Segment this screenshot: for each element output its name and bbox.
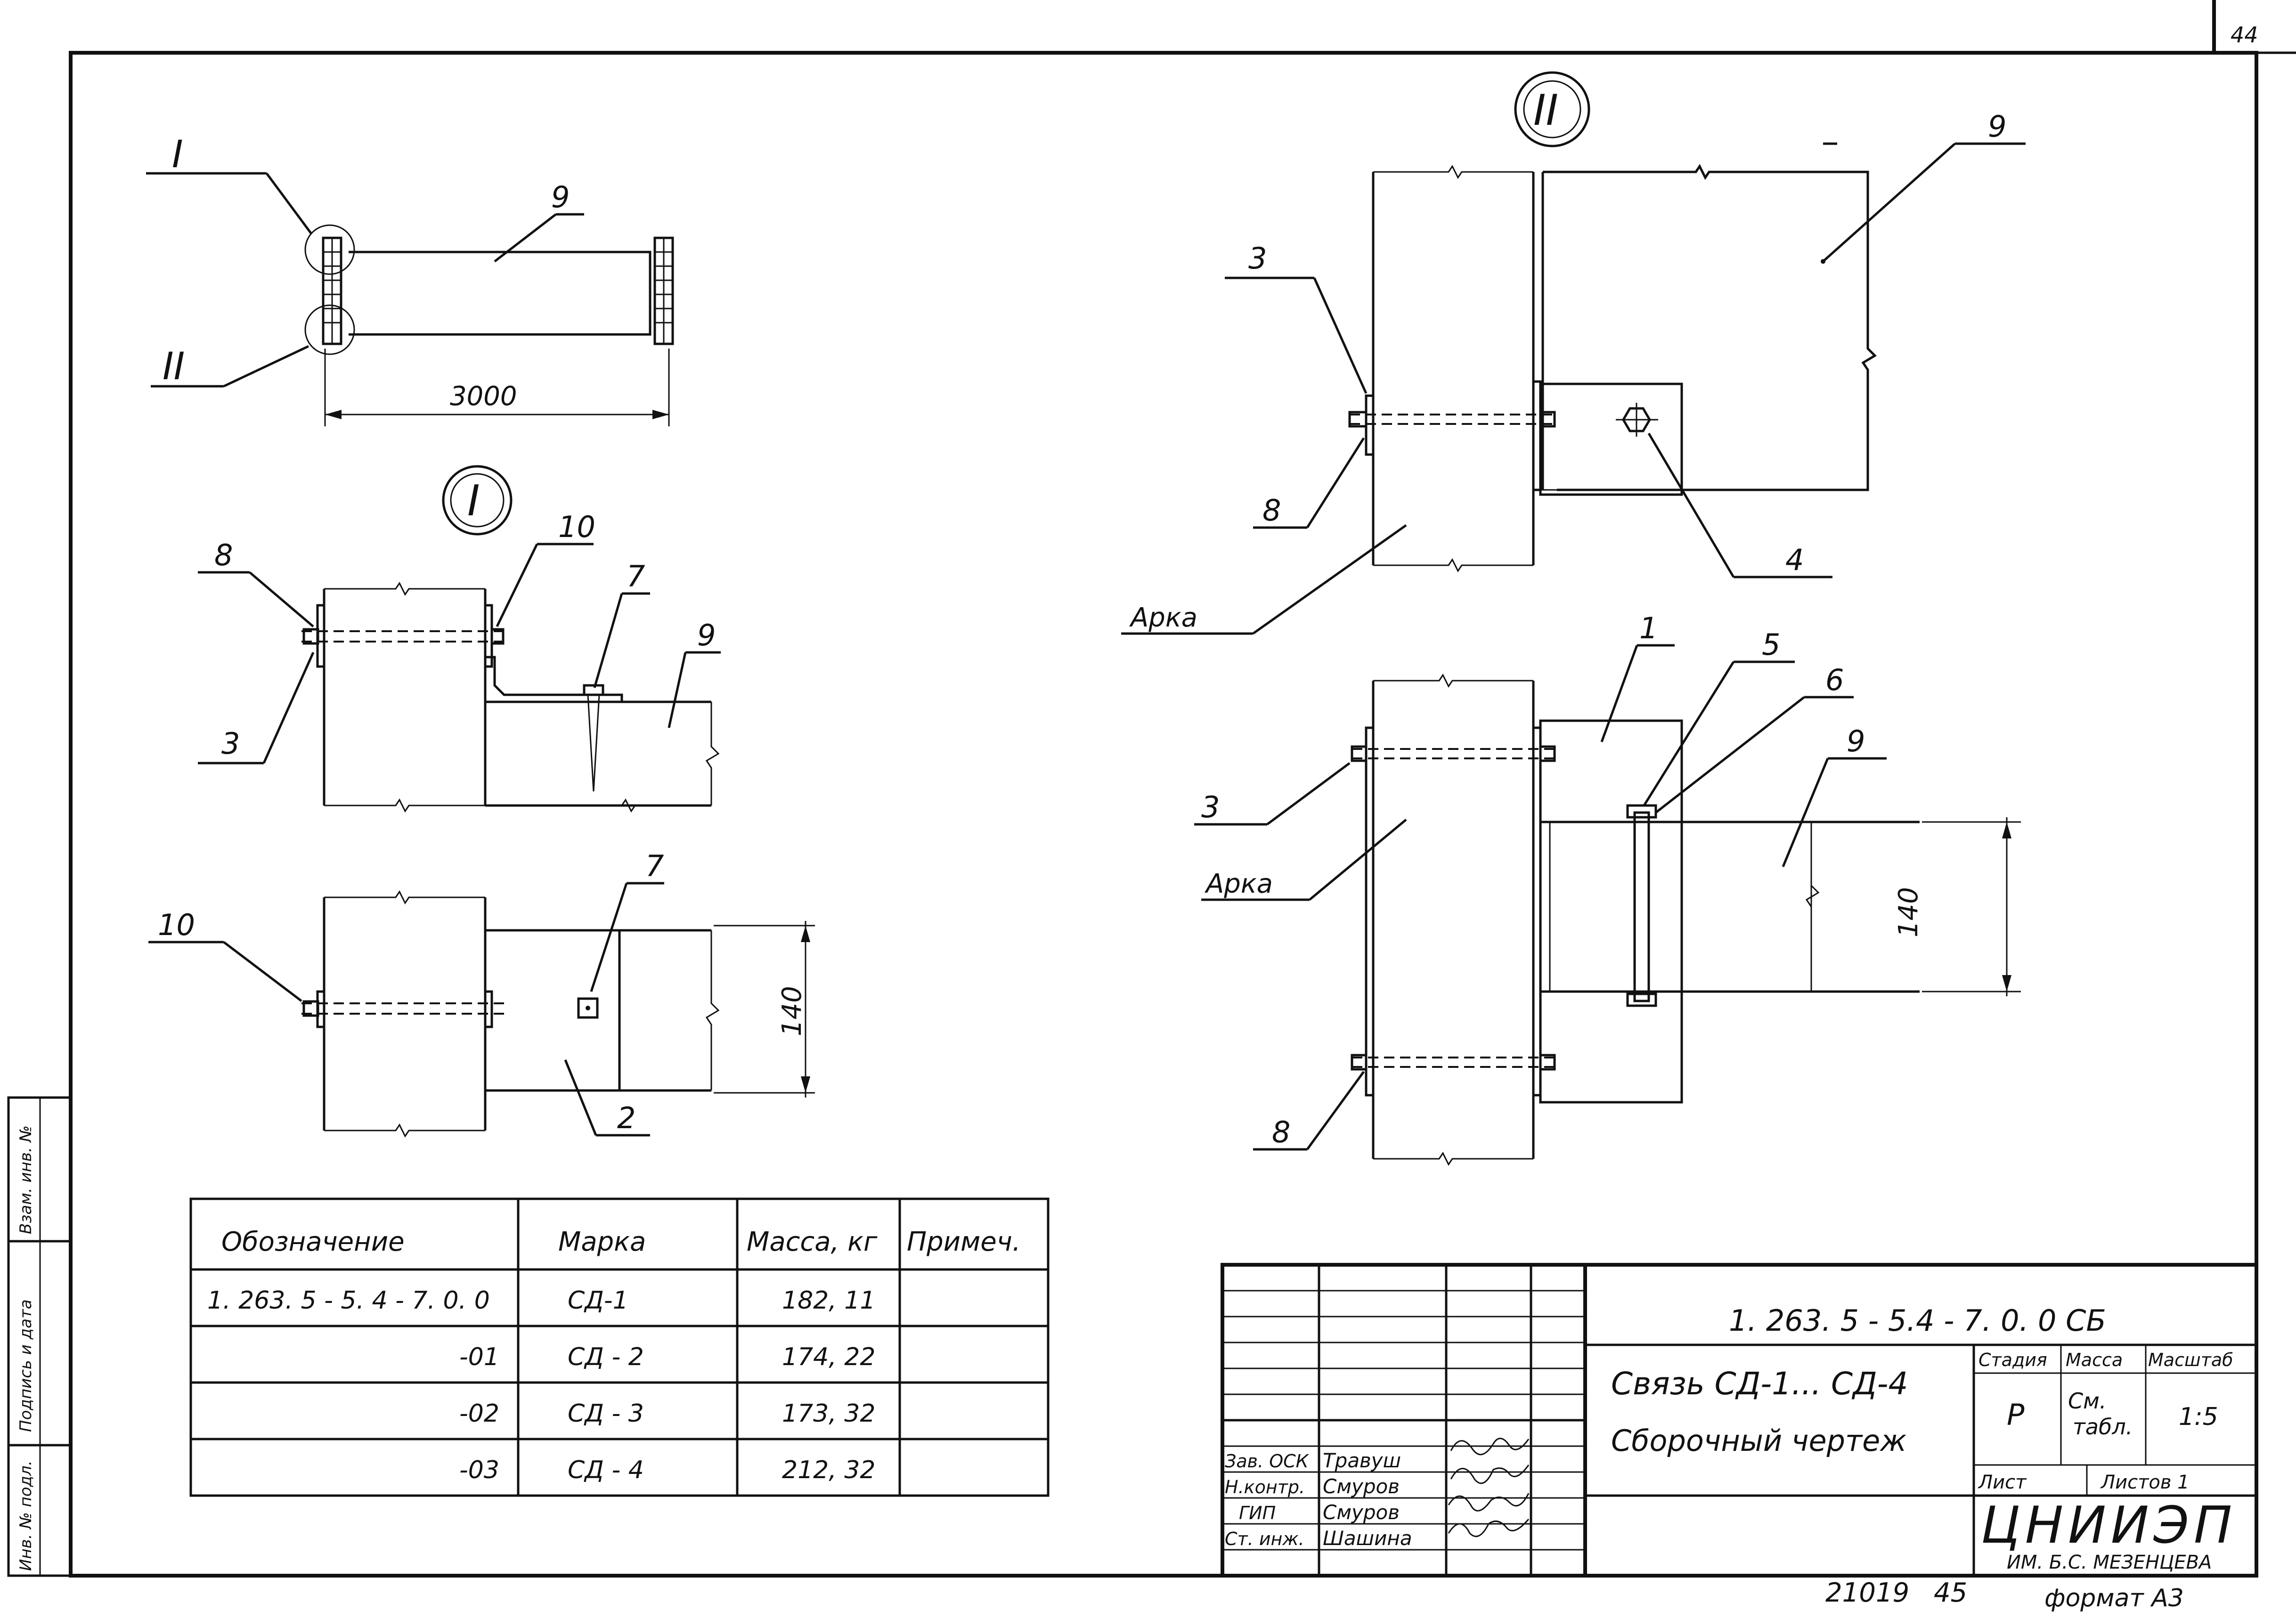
detail-II-bottom-label-5: 5 (1762, 627, 1780, 662)
detail-I-bottom: 140 10 7 2 (148, 849, 815, 1138)
title-sheets-label: Листов 1 (2100, 1472, 2190, 1493)
role-3-title: Ст. инж. (1225, 1529, 1304, 1549)
title-doc-code: 1. 263. 5 - 5.4 - 7. 0. 0 СБ (1729, 1303, 2106, 1338)
title-scale-header: Масштаб (2148, 1350, 2233, 1370)
detail-I-bottom-dim-140: 140 (777, 986, 807, 1036)
footer-archive-number: 21019 (1825, 1578, 1909, 1608)
spec-row-1-designation: -01 (459, 1343, 499, 1371)
role-0-title: Зав. ОСК (1225, 1451, 1310, 1472)
footer-format-label: формат А3 (2044, 1584, 2184, 1612)
detail-II-top: II 9 (1121, 71, 2026, 635)
detail-II-top-arka: Арка (1129, 602, 1197, 633)
spec-row-2-mark: СД - 3 (568, 1399, 644, 1428)
spec-row-0-mark: СД-1 (568, 1286, 628, 1315)
footer: 21019 45 формат А3 (1825, 1578, 2184, 1612)
side-stamp-vzam: Взам. инв. № (16, 1125, 35, 1234)
detail-II-bottom-label-3: 3 (1201, 790, 1220, 824)
spec-row-1-mark: СД - 2 (568, 1343, 644, 1371)
overview-callout-I: I (172, 132, 183, 176)
spec-row-2-mass: 173, 32 (782, 1399, 875, 1428)
spec-header-note: Примеч. (907, 1227, 1021, 1257)
detail-I-title: I (467, 476, 480, 526)
detail-II-bottom-label-9: 9 (1847, 724, 1865, 758)
spec-header-mass: Масса, кг (747, 1227, 878, 1257)
spec-row-3-mass: 212, 32 (782, 1456, 875, 1484)
spec-header-designation: Обозначение (221, 1227, 405, 1257)
detail-II-top-label-4: 4 (1785, 543, 1804, 577)
sheet-frame: 44 (69, 0, 2296, 1578)
detail-I-bottom-label-10: 10 (158, 908, 195, 942)
detail-II-bottom-label-8: 8 (1272, 1115, 1290, 1149)
detail-II-bottom-arka: Арка (1205, 869, 1273, 899)
detail-II-top-label-9: 9 (1988, 109, 2006, 144)
role-1-name: Смуров (1323, 1475, 1400, 1498)
side-stamp: Инв. № подл. Подпись и дата Взам. инв. № (7, 1096, 72, 1577)
signature-2 (1448, 1493, 1530, 1512)
footer-page-number: 45 (1934, 1578, 1967, 1608)
detail-I-bottom-label-7: 7 (645, 849, 664, 883)
spec-table: Обозначение Марка Масса, кг Примеч. 1. 2… (189, 1197, 1050, 1497)
spec-row-2-designation: -02 (459, 1399, 499, 1428)
title-line-1: Связь СД-1... СД-4 (1611, 1366, 1908, 1402)
spec-row-1-mass: 174, 22 (782, 1343, 875, 1371)
signature-0 (1450, 1438, 1530, 1456)
title-stage-value: Р (2007, 1398, 2025, 1432)
overview-callout-II: II (163, 344, 185, 388)
detail-I-top-label-8: 8 (214, 538, 233, 572)
title-block: 1. 263. 5 - 5.4 - 7. 0. 0 СБ Связь СД-1.… (1221, 1263, 2258, 1578)
overview-dim-3000: 3000 (450, 381, 517, 412)
spec-row-3-mark: СД - 4 (568, 1456, 644, 1484)
detail-II-top-label-3: 3 (1248, 241, 1267, 276)
role-2-name: Смуров (1323, 1501, 1400, 1524)
role-2-title: ГИП (1239, 1503, 1276, 1523)
role-0-name: Травуш (1323, 1449, 1401, 1472)
detail-II-bottom: 140 1 5 6 9 3 8 Арка (1194, 611, 2021, 1166)
role-1-title: Н.контр. (1225, 1477, 1305, 1497)
title-stage-header: Стадия (1978, 1350, 2047, 1370)
spec-row-3-designation: -03 (459, 1456, 499, 1484)
title-mass-header: Масса (2066, 1350, 2123, 1370)
detail-II-bottom-dim-140: 140 (1893, 887, 1924, 937)
spec-row-0-mass: 182, 11 (782, 1286, 875, 1315)
title-mass-value-1: См. (2068, 1388, 2106, 1414)
signature-3 (1448, 1519, 1530, 1538)
spec-header-mark: Марка (558, 1227, 646, 1257)
detail-I-bottom-label-2: 2 (617, 1101, 635, 1135)
overview-view: I II 9 3000 (146, 132, 674, 426)
title-org-name: ЦНИИЭП (1981, 1496, 2237, 1555)
signature-1 (1450, 1464, 1530, 1484)
title-mass-value-2: табл. (2073, 1414, 2133, 1440)
role-3-name: Шашина (1323, 1527, 1412, 1550)
detail-I-top-label-3: 3 (221, 726, 240, 761)
side-stamp-podpis: Подпись и дата (16, 1299, 35, 1432)
title-org-sub: ИМ. Б.С. МЕЗЕНЦЕВА (2007, 1552, 2212, 1573)
side-stamp-inv-podl: Инв. № подл. (16, 1460, 35, 1571)
detail-II-bottom-label-1: 1 (1639, 611, 1658, 645)
overview-part-9: 9 (551, 180, 570, 214)
detail-II-title: II (1533, 86, 1558, 135)
detail-I-top-label-9: 9 (697, 618, 716, 652)
detail-I-top-label-7: 7 (627, 559, 645, 594)
detail-I-top-label-10: 10 (558, 510, 595, 544)
title-scale-value: 1:5 (2179, 1403, 2218, 1431)
title-sheet-label: Лист (1978, 1472, 2027, 1493)
spec-row-0-designation: 1. 263. 5 - 5. 4 - 7. 0. 0 (207, 1286, 490, 1315)
corner-number: 44 (2231, 22, 2258, 48)
title-line-2: Сборочный чертеж (1611, 1424, 1906, 1458)
detail-I-top: I 8 10 7 9 (198, 465, 721, 813)
detail-II-top-label-8: 8 (1262, 493, 1281, 528)
detail-II-bottom-label-6: 6 (1825, 663, 1844, 697)
